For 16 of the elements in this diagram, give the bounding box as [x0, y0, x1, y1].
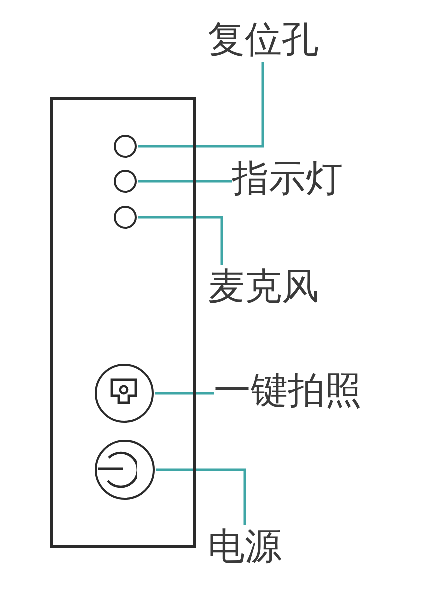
callout-label: 一键拍照 — [214, 369, 362, 413]
round-hole — [114, 170, 137, 193]
leader-line — [138, 62, 264, 148]
leader-line — [138, 180, 232, 183]
device-panel — [50, 97, 196, 548]
camera-button — [95, 364, 154, 423]
callout-label: 电源 — [208, 525, 282, 569]
leader-line — [138, 216, 224, 265]
callout-label: 复位孔 — [208, 18, 319, 62]
callout-label: 麦克风 — [208, 265, 319, 309]
leader-line — [155, 392, 214, 395]
callout-label: 指示灯 — [232, 157, 343, 201]
power-button — [95, 440, 155, 500]
round-hole — [114, 206, 137, 229]
round-hole — [114, 135, 137, 158]
leader-line — [156, 468, 246, 525]
